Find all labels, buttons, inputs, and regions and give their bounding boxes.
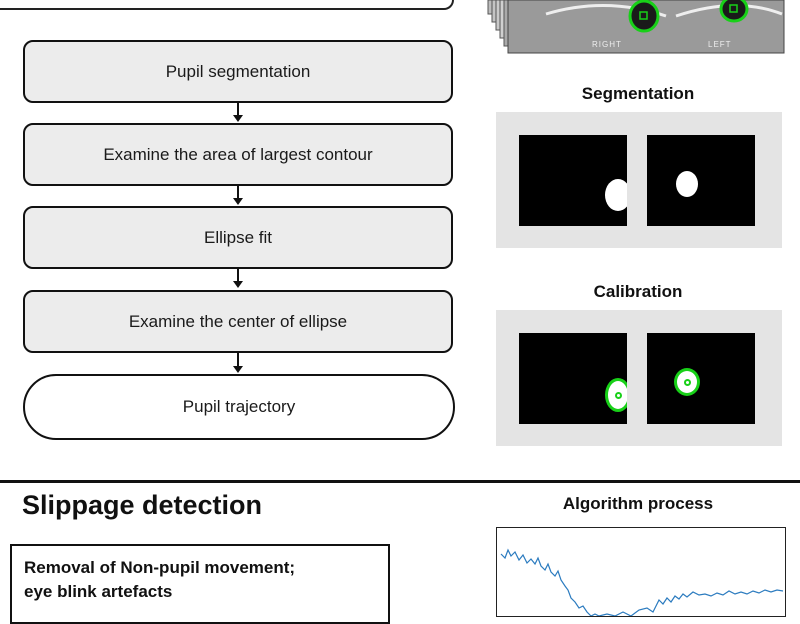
arrow-down-icon — [233, 269, 243, 288]
step-label: Ellipse fit — [203, 227, 273, 247]
algorithm-title: Algorithm process — [562, 494, 714, 513]
top-box — [0, 0, 454, 10]
left-eye-label: LEFT — [708, 40, 732, 49]
step-label: Pupil segmentation — [165, 61, 311, 81]
output-label: Pupil trajectory — [182, 397, 296, 416]
slippage-note-box: Removal of Non-pupil movement; eye blink… — [10, 544, 390, 624]
right-eye-label: RIGHT — [592, 40, 622, 49]
calibration-image-left — [647, 333, 755, 424]
ellipse-fit-ring — [674, 368, 700, 396]
calibration-title: Calibration — [593, 282, 683, 301]
arrow-down-icon — [233, 353, 243, 373]
segmentation-title: Segmentation — [581, 84, 695, 103]
segmentation-mask-left — [647, 135, 755, 226]
calibration-image-right — [519, 333, 627, 424]
slippage-title: Slippage detection — [22, 490, 263, 520]
step-pupil-segmentation: Pupil segmentation — [23, 40, 453, 103]
step-examine-center: Examine the center of ellipse — [23, 290, 453, 353]
step-label: Examine the center of ellipse — [128, 311, 348, 331]
ellipse-center-marker — [615, 392, 622, 399]
step-label: Examine the area of largest contour — [103, 144, 373, 164]
eye-image-stack: RIGHT LEFT — [486, 0, 786, 56]
arrow-down-icon — [233, 186, 243, 205]
slippage-note-line: eye blink artefacts — [24, 582, 173, 601]
pupil-blob — [676, 171, 698, 197]
ellipse-fit-ring — [605, 378, 627, 412]
algorithm-plot-svg — [500, 548, 784, 617]
slippage-note-line: Removal of Non-pupil movement; — [24, 558, 296, 577]
step-examine-area: Examine the area of largest contour — [23, 123, 453, 186]
section-divider — [0, 480, 800, 483]
step-ellipse-fit: Ellipse fit — [23, 206, 453, 269]
algorithm-plot — [496, 527, 786, 617]
arrow-down-icon — [233, 103, 243, 122]
pupil-blob — [605, 179, 627, 211]
eye-image — [487, 0, 785, 54]
ellipse-center-marker — [684, 379, 691, 386]
algorithm-signal-line — [500, 548, 784, 617]
segmentation-panel — [496, 112, 782, 248]
output-pupil-trajectory: Pupil trajectory — [23, 374, 455, 440]
segmentation-mask-right — [519, 135, 627, 226]
calibration-panel — [496, 310, 782, 446]
